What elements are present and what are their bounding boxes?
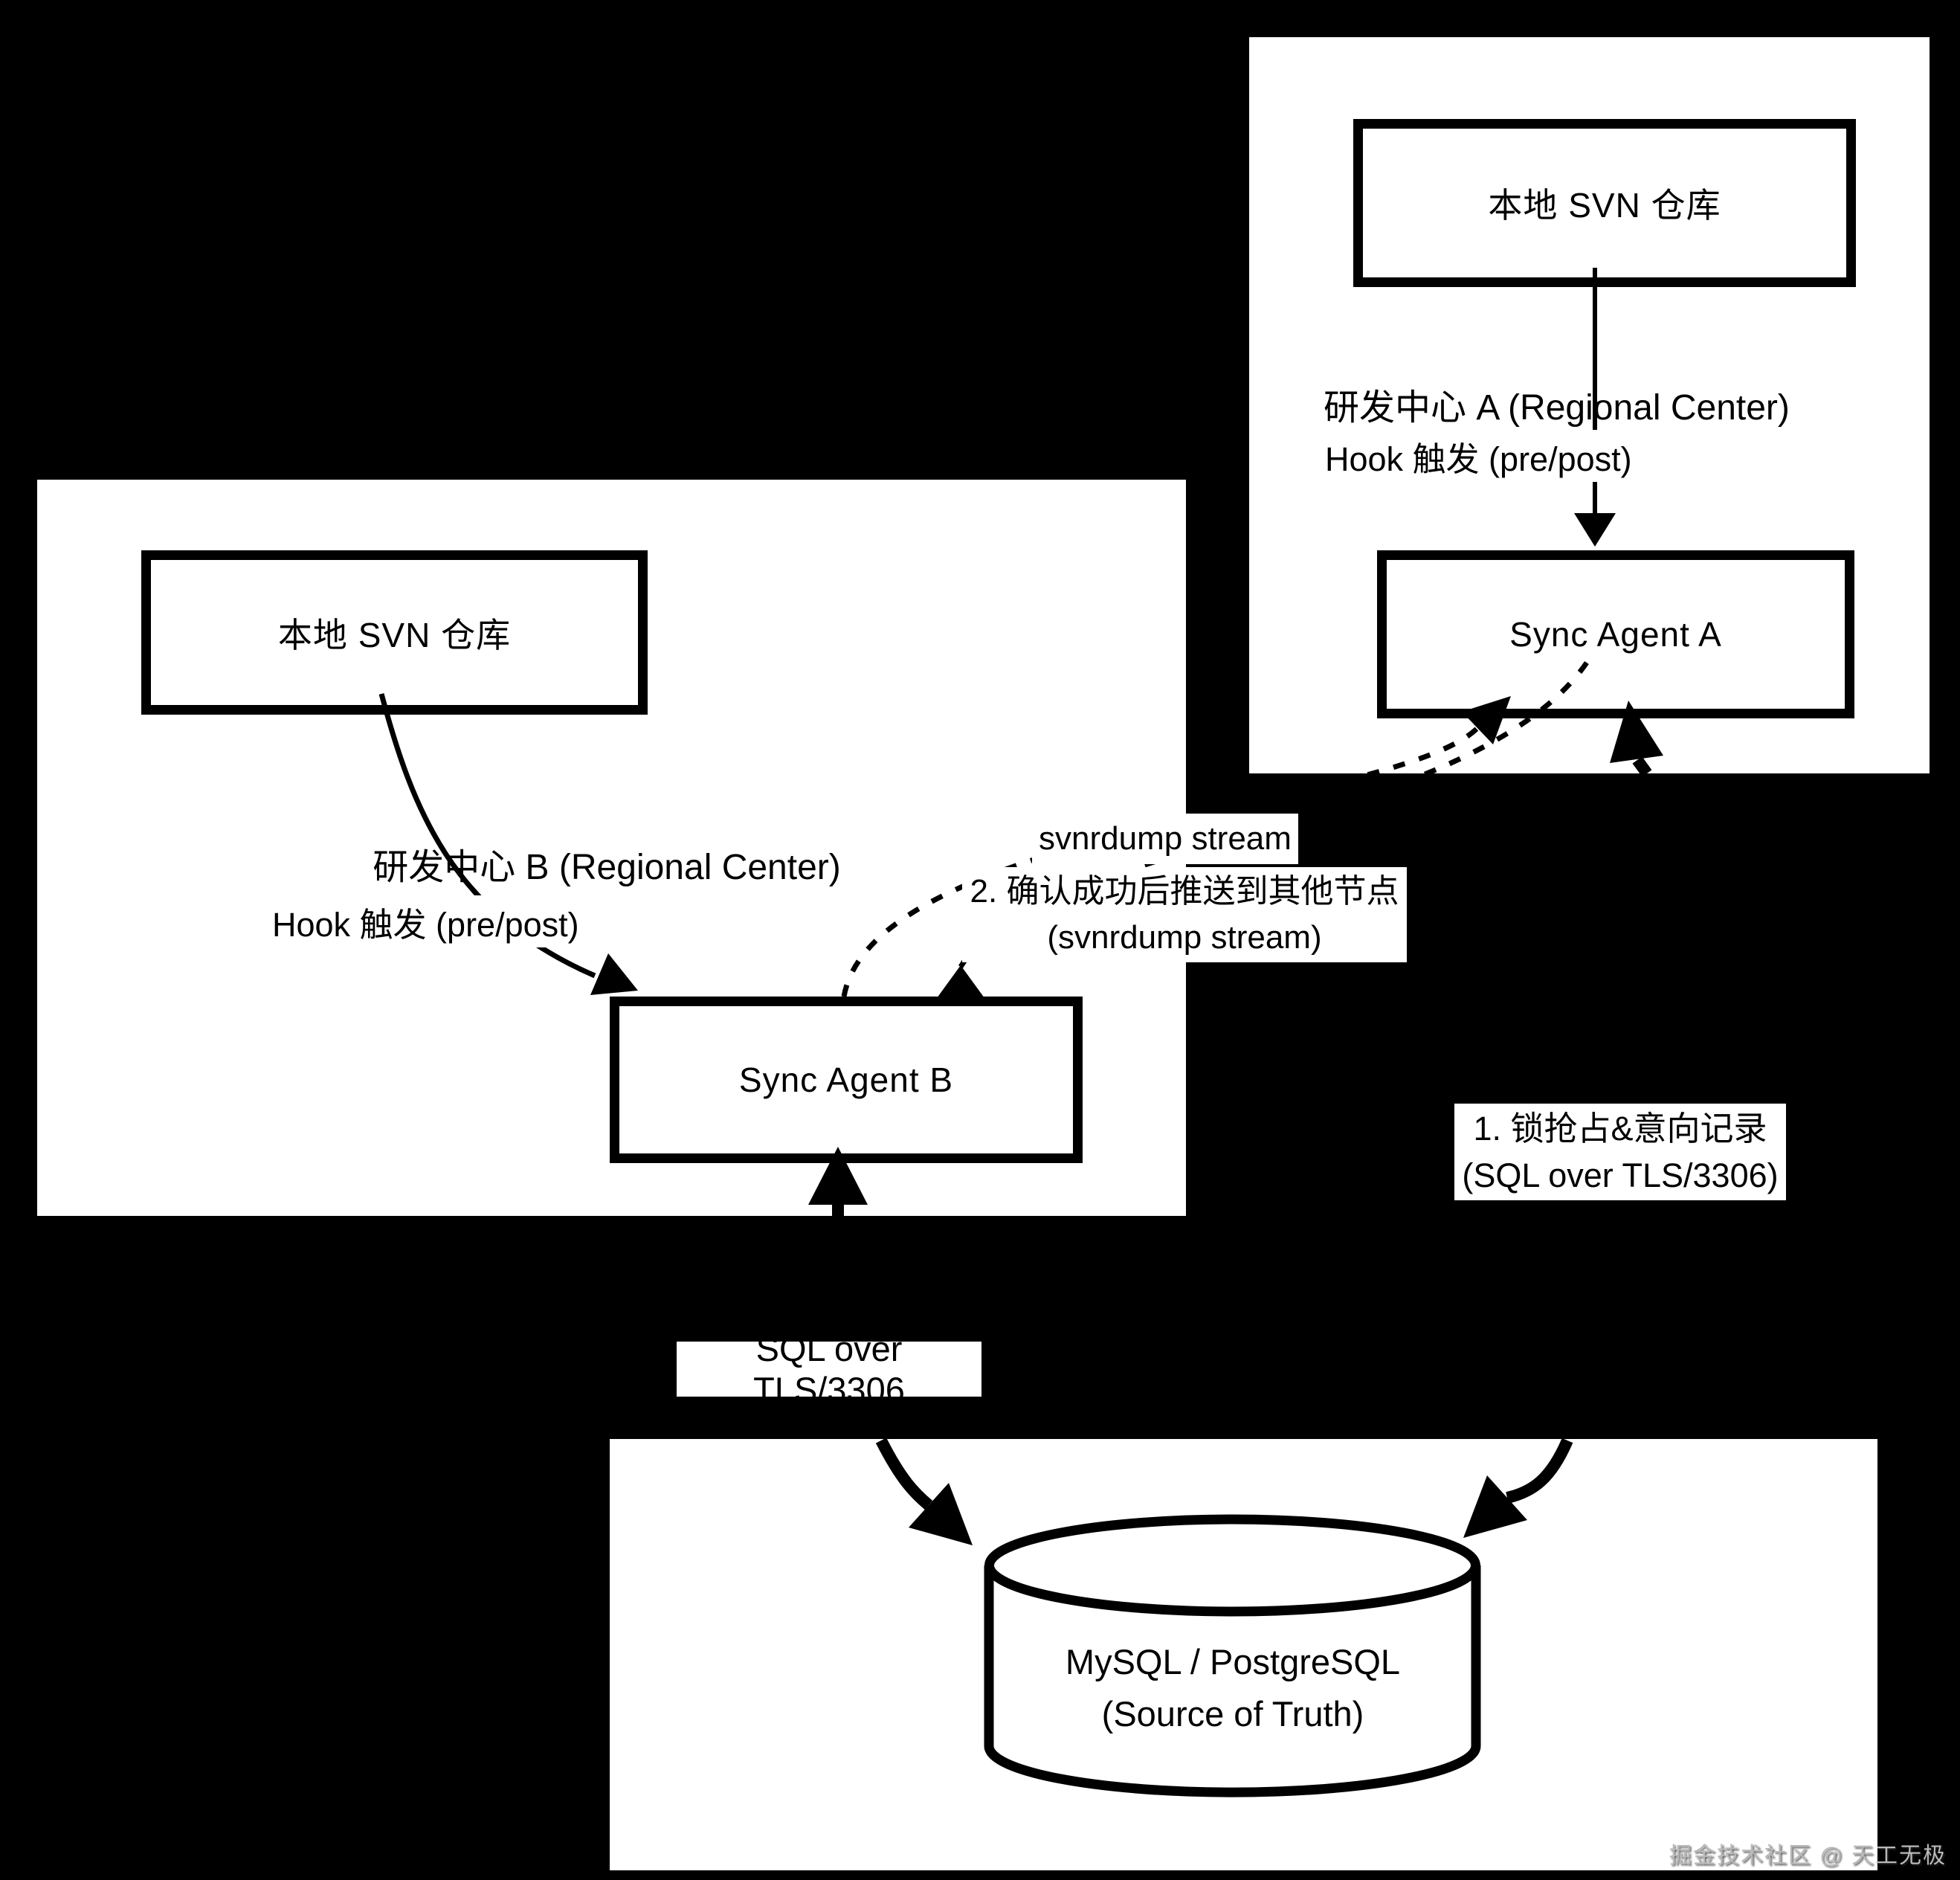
- thick-arrow-db-to-agent-b: [808, 1147, 868, 1217]
- step1-line2: (SQL over TLS/3306): [1462, 1156, 1779, 1194]
- database-cylinder: [984, 1514, 1481, 1797]
- region-b-title: 研发中心 B (Regional Center): [373, 848, 841, 887]
- sync-agent-b-label: Sync Agent B: [738, 1060, 954, 1099]
- step2-line1: 2. 确认成功后推送到其他节点: [970, 873, 1399, 910]
- sync-agent-b-node: Sync Agent B: [610, 997, 1083, 1163]
- sql-over-tls-label: SQL over TLS/3306: [677, 1329, 981, 1409]
- svn-repo-b-node: 本地 SVN 仓库: [141, 550, 648, 715]
- svn-repo-a-node: 本地 SVN 仓库: [1353, 119, 1856, 287]
- database-line2: (Source of Truth): [1101, 1694, 1364, 1733]
- svn-repo-b-label: 本地 SVN 仓库: [277, 615, 512, 654]
- arrow-svn-b-to-agent-b: [378, 693, 638, 995]
- arrow-svn-a-to-agent-a: [1574, 268, 1616, 547]
- sync-agent-a-node: Sync Agent A: [1377, 550, 1854, 718]
- thick-arrow-into-db-right: [1463, 1438, 1573, 1538]
- dashed-arrow-a-to-b: [937, 657, 1592, 998]
- step1-line1: 1. 锁抢占&意向记录: [1473, 1110, 1767, 1147]
- step2-line2: (svnrdump stream): [1047, 919, 1322, 956]
- step2-label: 2. 确认成功后推送到其他节点 (svnrdump stream): [962, 867, 1407, 962]
- region-a-hook-label: Hook 触发 (pre/post): [1316, 430, 1667, 482]
- thick-arrow-db-to-agent-a: [1610, 701, 1663, 777]
- region-a-title: 研发中心 A (Regional Center): [1324, 388, 1790, 428]
- svn-repo-a-label: 本地 SVN 仓库: [1488, 186, 1721, 225]
- svnrdump-stream-label: svnrdump stream: [1032, 814, 1298, 864]
- sync-agent-a-label: Sync Agent A: [1509, 615, 1722, 654]
- step1-label: 1. 锁抢占&意向记录 (SQL over TLS/3306): [1454, 1104, 1786, 1200]
- watermark: 掘金技术社区 @ 天工无极: [1669, 1844, 1947, 1868]
- database-line1: MySQL / PostgreSQL: [1065, 1642, 1401, 1681]
- region-b-hook-label: Hook 触发 (pre/post): [265, 895, 599, 947]
- database-text: MySQL / PostgreSQL (Source of Truth): [990, 1636, 1475, 1740]
- thick-arrow-into-db-left: [875, 1438, 973, 1545]
